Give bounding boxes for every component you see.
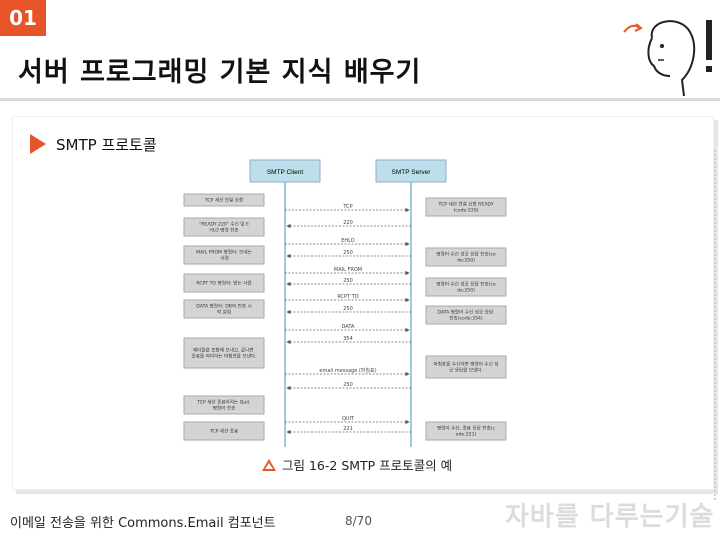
message-label: 250 [343, 306, 353, 312]
message-label: EHLO [341, 238, 355, 244]
server-note: DATA 명령어 수신 성공 응답 전송(code:354) [437, 309, 494, 322]
panel-edge-decoration [702, 150, 716, 500]
client-note: TCP 세션 종료 [209, 428, 238, 435]
message-label: TCP [342, 204, 352, 210]
message-label: QUIT [342, 416, 355, 422]
message-label: 354 [343, 336, 353, 342]
server-note-box [425, 421, 507, 441]
client-note: 헤더들을 포함해 보내고, 끝나면 종료를 의미하는 마침표를 보낸다. [191, 347, 256, 360]
message-label: email message (마침표) [319, 367, 376, 374]
server-note: TCP 세션 연결 요청 READY(code:220) [437, 201, 493, 214]
server-header-label: SMTP Server [392, 169, 432, 176]
content-panel [12, 116, 714, 490]
client-note: TCP 세션 연결 요청 [204, 197, 243, 204]
footer-title: 이메일 전송을 위한 Commons.Email 컴포넌트 [10, 516, 276, 531]
brand-watermark: 자바를 다루는기술 [505, 502, 715, 532]
client-note-box [183, 395, 265, 415]
client-note: RCPT TO 명령어: 받는 사람 [196, 280, 252, 287]
server-note-box [425, 305, 507, 325]
server-note-box [425, 355, 507, 379]
client-note-box [183, 273, 265, 293]
smtp-sequence-diagram: SMTP Client SMTP Server TCP 세션 연결 요청 "REA… [183, 159, 507, 447]
client-header-label: SMTP Client [267, 169, 304, 176]
figure-caption: 그림 16-2 SMTP 프로토콜의 예 [262, 455, 452, 474]
message-label: 221 [343, 426, 353, 432]
client-note-box [183, 337, 265, 369]
server-note-box [425, 197, 507, 217]
page-title: 서버 프로그래밍 기본 지식 배우기 [18, 57, 422, 88]
page-number: 8/70 [345, 514, 372, 528]
section-arrow-icon [30, 134, 46, 154]
client-note: TCP 세션 종료하려는 Quit 명령어 전송 [196, 399, 251, 412]
message-label: MAIL FROM [334, 267, 362, 273]
server-note-box [425, 247, 507, 267]
message-label: 250 [343, 278, 353, 284]
caption-triangle-icon [262, 458, 276, 471]
message-label: 220 [343, 220, 353, 226]
thinking-mascot-icon [623, 20, 712, 97]
server-note-box [425, 277, 507, 297]
title-divider [0, 98, 720, 101]
message-label: 250 [343, 250, 353, 256]
section-label: SMTP 프로토콜 [56, 136, 157, 154]
client-note-box [183, 299, 265, 319]
client-note-box [183, 193, 265, 207]
message-label: RCPT TO [337, 294, 358, 300]
client-note-box [183, 217, 265, 237]
chapter-badge: 01 [0, 0, 46, 36]
message-label: DATA [342, 324, 355, 330]
client-note-box [183, 421, 265, 441]
message-label: 250 [343, 382, 353, 388]
caption-text: 그림 16-2 SMTP 프로토콜의 예 [282, 458, 453, 473]
client-note-box [183, 245, 265, 265]
client-note: MAIL FROM 명령어: 보내는 사람 [196, 249, 252, 262]
